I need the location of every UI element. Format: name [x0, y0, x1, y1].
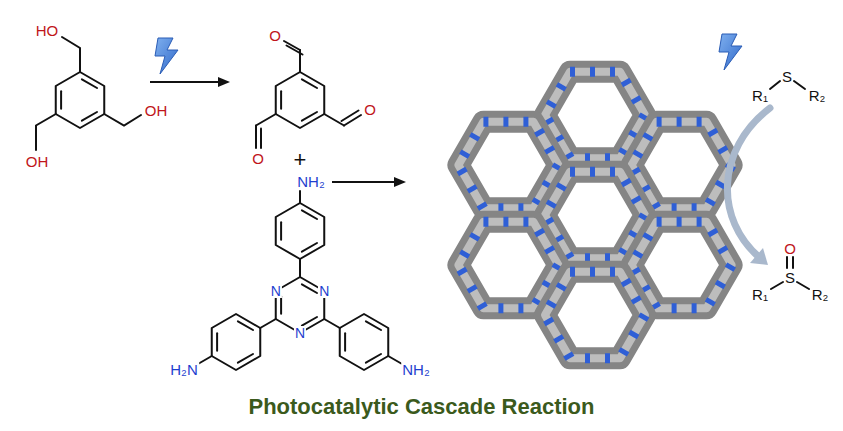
atom-label: OH	[144, 103, 169, 118]
atom-label: N	[270, 284, 282, 298]
atom-label: O	[783, 241, 797, 256]
atom-label: N	[294, 326, 306, 340]
atom-label: N	[318, 284, 330, 298]
atom-label: NH₂	[401, 362, 431, 377]
atom-label: +	[293, 149, 308, 171]
atom-label: S	[781, 69, 793, 84]
atom-label: R₁	[751, 88, 769, 103]
atom-label: H₂N	[169, 362, 199, 377]
atom-label: O	[251, 151, 265, 166]
figure-title: Photocatalytic Cascade Reaction	[0, 395, 843, 419]
atom-label: HO	[35, 23, 60, 38]
atom-label: O	[363, 102, 377, 117]
atom-label: R₁	[751, 287, 769, 302]
atom-label: S	[784, 270, 796, 285]
atom-label: OH	[25, 154, 50, 169]
atom-label: R₂	[808, 88, 827, 103]
atom-label: NH₂	[296, 174, 326, 189]
atom-label: R₂	[811, 287, 830, 302]
atom-label: O	[268, 28, 282, 43]
